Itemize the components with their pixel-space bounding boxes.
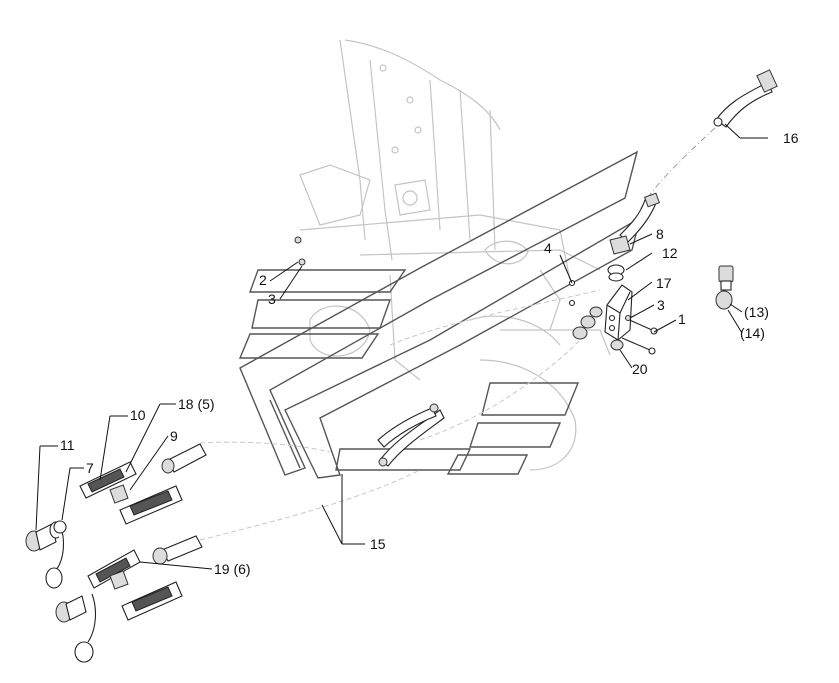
dust-cap-7-lower bbox=[74, 593, 97, 663]
machine-frame-outline bbox=[299, 39, 611, 471]
callout-2: 2 bbox=[259, 272, 267, 288]
fitting-13-14 bbox=[715, 265, 734, 310]
hose-routing-lines bbox=[199, 127, 716, 541]
callout-10: 10 bbox=[130, 407, 146, 423]
callout-3a: 3 bbox=[268, 291, 276, 307]
coupler-18-upper bbox=[109, 484, 183, 525]
callout-1: 1 bbox=[678, 311, 686, 327]
valve-block-17 bbox=[604, 284, 633, 341]
hose-connector-upper bbox=[619, 192, 660, 243]
leader-lines bbox=[35, 123, 768, 570]
coupler-10-lower bbox=[87, 549, 141, 590]
hose-end-9-upper bbox=[161, 443, 207, 474]
callout-11: 11 bbox=[60, 437, 75, 453]
callout-8: 8 bbox=[656, 226, 664, 242]
callout-18: 18 (5) bbox=[178, 396, 215, 412]
callout-15: 15 bbox=[370, 536, 386, 552]
callout-16: 16 bbox=[783, 130, 799, 146]
callout-9: 9 bbox=[170, 428, 178, 444]
callout-17: 17 bbox=[656, 275, 672, 291]
fitting-20 bbox=[610, 339, 624, 351]
coupler-10-upper bbox=[79, 461, 137, 499]
hose-16 bbox=[713, 69, 778, 128]
callout-20: 20 bbox=[632, 361, 648, 377]
dust-cap-7-upper bbox=[45, 520, 67, 589]
fitting-12 bbox=[607, 264, 625, 282]
callout-7: 7 bbox=[86, 460, 94, 476]
callout-14: (14) bbox=[740, 325, 765, 341]
callout-12: 12 bbox=[662, 245, 678, 261]
coupler-11-lower bbox=[55, 595, 87, 623]
hoses-15 bbox=[377, 403, 445, 467]
callout-3b: 3 bbox=[657, 297, 665, 313]
callout-19: 19 (6) bbox=[214, 561, 251, 577]
callout-4: 4 bbox=[544, 240, 552, 256]
fittings-left-of-valve bbox=[572, 306, 603, 340]
fitting-8 bbox=[609, 235, 631, 255]
callout-13: (13) bbox=[744, 304, 769, 320]
coupler-19-lower bbox=[121, 581, 183, 621]
hose-end-9-lower bbox=[152, 535, 203, 565]
decal-outlines bbox=[238, 150, 642, 479]
nuts-2-3 bbox=[294, 236, 576, 307]
callout-labels: 16 8 12 17 3 1 20 4 (13) (14) 2 3 15 18 … bbox=[60, 130, 799, 577]
